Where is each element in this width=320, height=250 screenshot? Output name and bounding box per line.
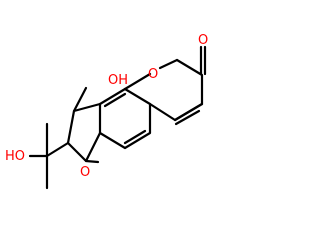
lactone-ring-double-bond-inner <box>174 109 201 126</box>
carbonyl-oxygen-label: O <box>198 33 208 48</box>
furan-oxygen-bond <box>84 159 100 164</box>
carbonyl-double-bond <box>199 45 207 76</box>
ring-hydroxyl-label: OH <box>108 73 128 88</box>
molecule-structure: O O O OH HO <box>5 33 208 190</box>
aromatic-to-lactone-oxygen <box>123 72 152 91</box>
side-hydroxyl-label: HO <box>5 149 25 164</box>
side-chain-bond <box>45 141 70 158</box>
benzene-ring-inner-double-2 <box>103 92 127 108</box>
lactone-oxygen-label: O <box>148 67 158 82</box>
molecule-canvas: O O O OH HO <box>5 33 209 190</box>
dihydrofuran-ring-bonds <box>66 102 102 163</box>
ring-hydroxyl-bond <box>72 86 88 113</box>
lactone-oxygen-to-carbonyl-carbon <box>158 58 179 70</box>
lactone-ring-double-bond <box>173 102 204 122</box>
benzene-ring-inner-double-1 <box>123 129 147 145</box>
benzene-ring-bonds <box>98 87 152 150</box>
furan-oxygen-label: O <box>80 165 90 180</box>
